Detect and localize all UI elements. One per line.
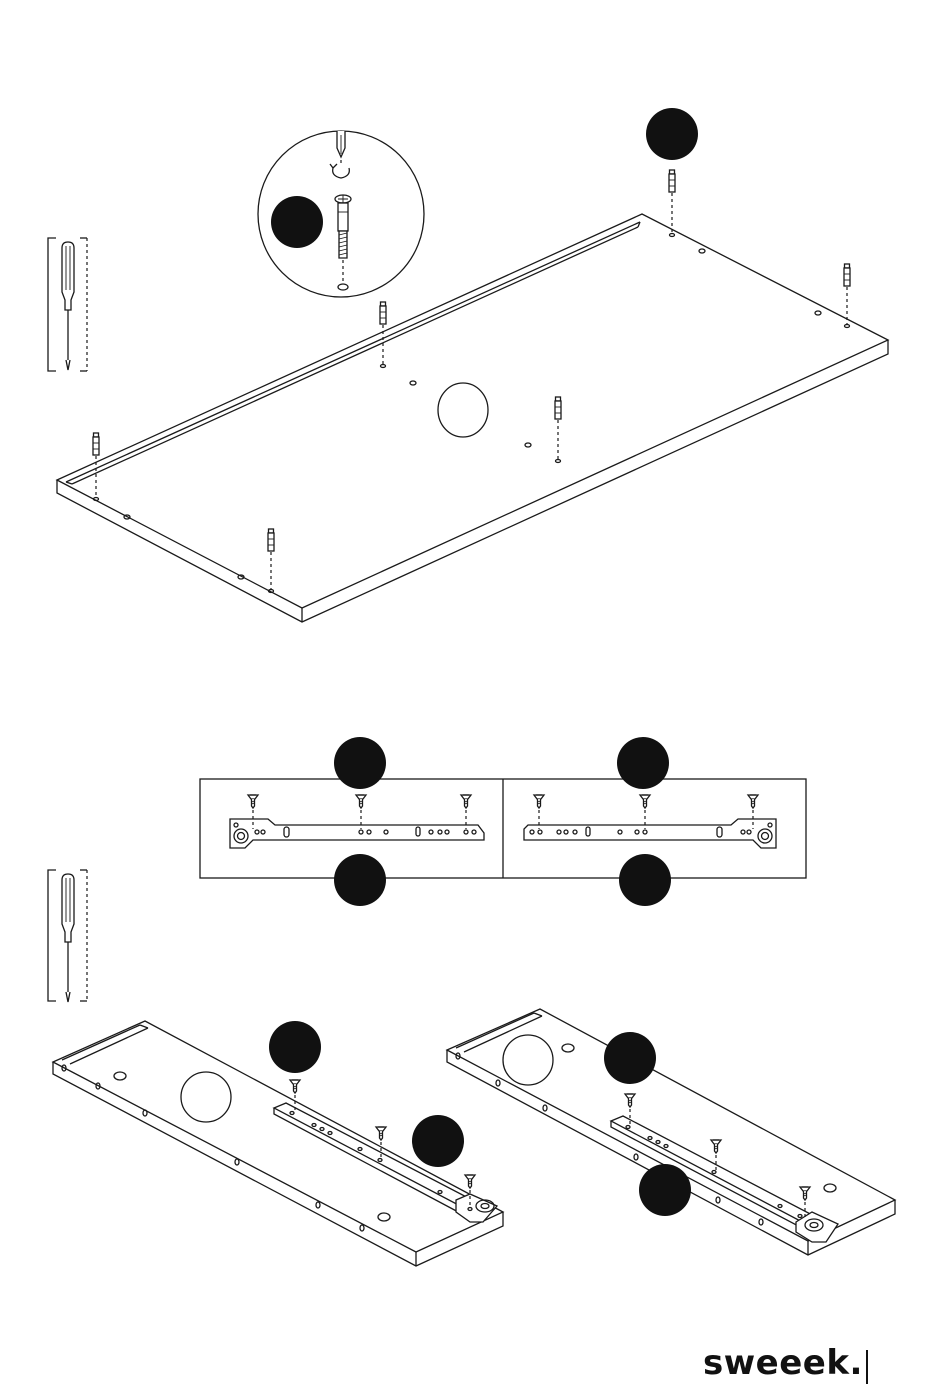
part-badge: [639, 1164, 691, 1216]
part-badge: [334, 854, 386, 906]
drawer-runner-left: [230, 819, 484, 848]
runner-screw: [461, 795, 471, 829]
part-badge: [604, 1032, 656, 1084]
part-badge: [412, 1115, 464, 1167]
part-badge: [334, 737, 386, 789]
part-badge: [646, 108, 698, 160]
brand-divider: [866, 1350, 868, 1384]
part-badge: [271, 196, 323, 248]
screwdriver-icon: [48, 870, 87, 1002]
drawer-runner-right: [524, 819, 776, 848]
runner-screw: [356, 795, 366, 829]
cam-bolt: [669, 170, 675, 237]
side-panel-right: [447, 1009, 895, 1255]
runner-screw: [640, 795, 650, 829]
part-badge: [619, 854, 671, 906]
screwdriver-icon: [48, 238, 87, 371]
part-badge: [269, 1021, 321, 1073]
top-panel: [57, 214, 888, 622]
runner-screw: [534, 795, 544, 829]
brand-logo: sweeek.: [703, 1343, 863, 1383]
detail-zoom-circle: [258, 131, 424, 297]
part-badge: [617, 737, 669, 789]
